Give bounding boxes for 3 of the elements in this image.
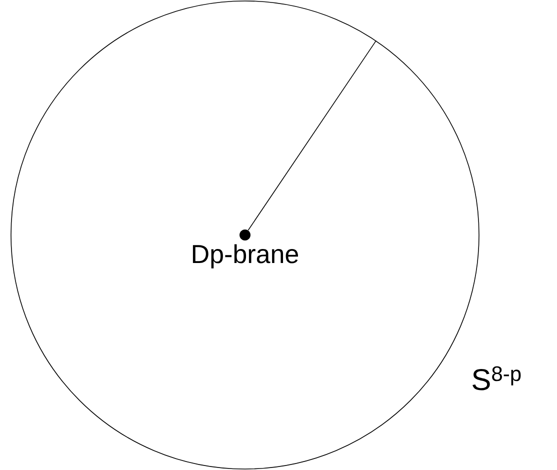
brane-label: Dp-brane	[192, 244, 298, 268]
sphere-label: S$^{8-p}$	[472, 366, 521, 390]
radius-line	[248, 40, 376, 231]
